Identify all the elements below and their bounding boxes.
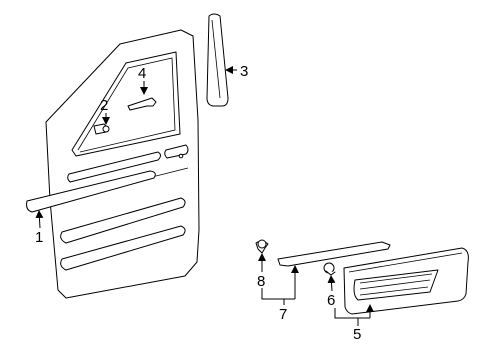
part-3-trim (206, 13, 229, 107)
part-7-molding (277, 241, 391, 267)
callout-1: 1 (35, 229, 43, 246)
part-4-pin (127, 97, 157, 111)
callout-5: 5 (353, 326, 361, 343)
callout-7: 7 (279, 306, 287, 323)
part-6-clip (323, 262, 336, 276)
callout-3: 3 (240, 63, 248, 80)
part-8-clip (255, 239, 269, 254)
part-2-clip (93, 123, 110, 135)
part-5-panel (343, 247, 469, 315)
callout-2: 2 (100, 97, 108, 114)
callout-8: 8 (257, 273, 265, 290)
callout-4: 4 (138, 65, 146, 82)
leader-lines (35, 66, 374, 326)
callout-6: 6 (327, 292, 335, 309)
front-door (26, 29, 200, 299)
